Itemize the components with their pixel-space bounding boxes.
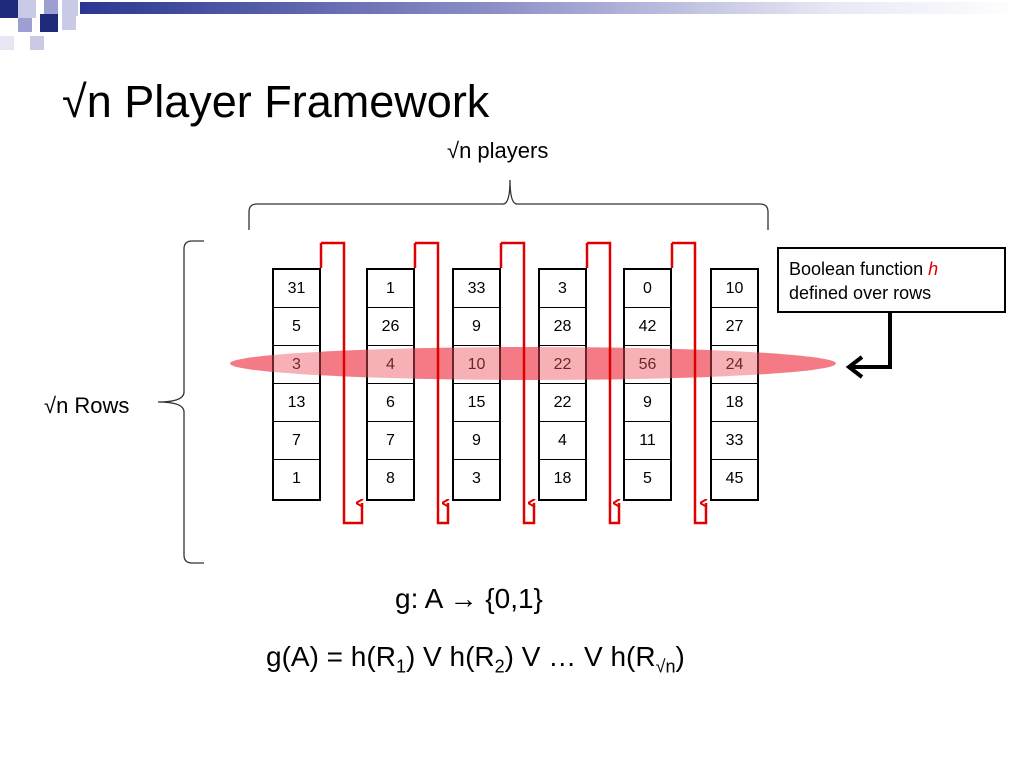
table-cell: 11 — [625, 422, 670, 460]
formula-or: g(A) = h(R1) V h(R2) V … V h(R√n) — [266, 641, 685, 678]
snake-segment — [587, 241, 619, 525]
corner-decoration — [0, 0, 140, 60]
formula2-sub: 2 — [494, 656, 505, 677]
snake-segment — [321, 241, 362, 525]
table-cell: 7 — [368, 422, 413, 460]
formula-mapping: g: A → {0,1} — [395, 583, 543, 615]
table-cell: 28 — [540, 308, 585, 346]
table-cell: 24 — [712, 346, 757, 384]
table-cell: 13 — [274, 384, 319, 422]
players-brace — [248, 179, 769, 230]
arrow-icon: → — [449, 583, 478, 614]
table-cell: 7 — [274, 422, 319, 460]
table-cell: 22 — [540, 346, 585, 384]
table-cell: 9 — [454, 308, 499, 346]
rows-brace — [157, 240, 204, 564]
table-cell: 26 — [368, 308, 413, 346]
header-gradient-bar — [80, 2, 1024, 14]
snake-segment — [415, 241, 448, 525]
table-cell: 15 — [454, 384, 499, 422]
table-cell: 1 — [368, 270, 413, 308]
table-cell: 3 — [472, 470, 481, 487]
table-cell: 0 — [625, 270, 670, 308]
bool-box-text-1: Boolean function — [789, 259, 929, 279]
formula1-rhs: {0,1} — [477, 583, 543, 614]
formula2-part: ) — [675, 641, 685, 672]
table-cell: 5 — [643, 470, 652, 487]
formula2-sub: 1 — [395, 656, 406, 677]
table-cell: 22 — [540, 384, 585, 422]
rows-label: √n Rows — [44, 393, 130, 418]
snake-segment — [672, 241, 706, 525]
table-cell: 4 — [540, 422, 585, 460]
table-cell: 18 — [553, 470, 572, 487]
formula2-part: ) V … V h(R — [504, 641, 656, 672]
table-cell: 33 — [712, 422, 757, 460]
table-cell: 33 — [454, 270, 499, 308]
table-cell: 56 — [625, 346, 670, 384]
formula2-sub: √n — [655, 656, 676, 677]
table-cell: 18 — [712, 384, 757, 422]
table-cell: 10 — [712, 270, 757, 308]
snake-segment — [501, 241, 534, 525]
formula1-lhs: g: A — [395, 583, 450, 614]
players-label: √n players — [447, 138, 549, 163]
formula2-part: ) V h(R — [405, 641, 495, 672]
table-cell: 27 — [712, 308, 757, 346]
formula2-part: g(A) = h(R — [266, 641, 396, 672]
bool-box-var: h — [928, 259, 939, 279]
table-cell: 9 — [454, 422, 499, 460]
table-cell: 6 — [368, 384, 413, 422]
table-cell: 4 — [368, 346, 413, 384]
table-cell: 31 — [274, 270, 319, 308]
table-cell: 1 — [292, 470, 301, 487]
page-title: √n Player Framework — [62, 76, 490, 127]
table-cell: 5 — [274, 308, 319, 346]
table-cell: 9 — [625, 384, 670, 422]
boolean-function-box: Boolean function h defined over rows — [777, 247, 1006, 313]
table-cell: 3 — [274, 346, 319, 384]
table-cell: 42 — [625, 308, 670, 346]
bool-box-text-2: defined over rows — [789, 283, 932, 303]
table-cell: 10 — [454, 346, 499, 384]
table-cell: 3 — [540, 270, 585, 308]
table-cell: 45 — [725, 470, 744, 487]
table-cell: 8 — [386, 470, 395, 487]
